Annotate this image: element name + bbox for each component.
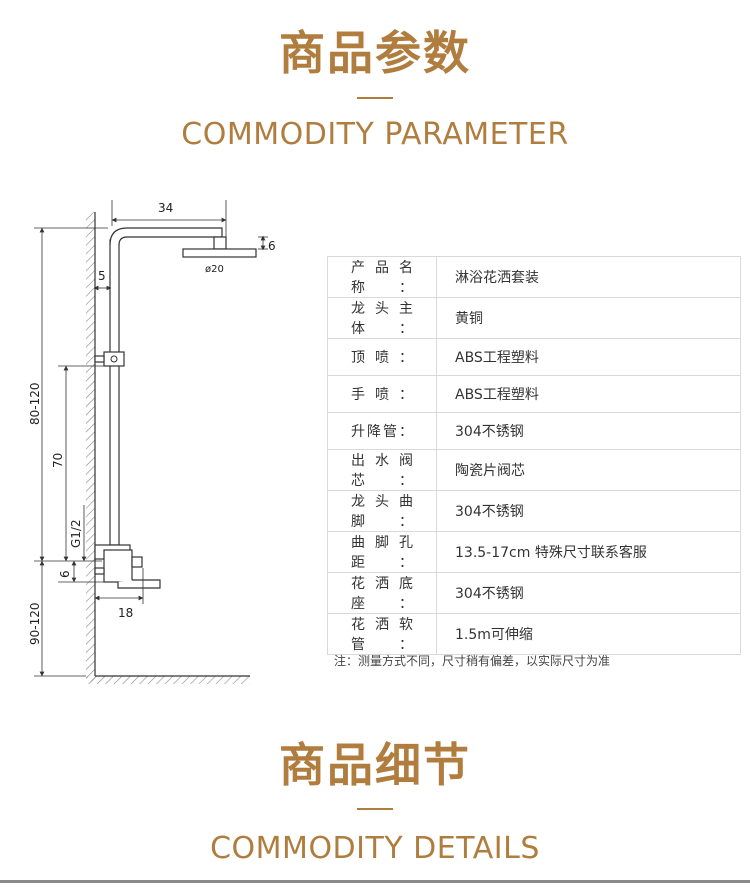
section-divider	[357, 97, 393, 99]
dim-head-diameter: ø20	[205, 264, 224, 275]
spec-label: 顶喷：	[351, 350, 413, 366]
dim-floor-height: 90-120	[28, 602, 42, 645]
section-title-details: 商品细节	[279, 738, 471, 792]
spec-row: 花洒软管： 1.5m可伸缩	[327, 613, 741, 655]
spec-label: 手喷：	[351, 387, 413, 403]
bottom-divider	[0, 880, 750, 883]
spec-label: 出水阀芯：	[351, 453, 413, 489]
spec-row: 手喷： ABS工程塑料	[327, 375, 741, 413]
wall-hatch	[86, 212, 95, 682]
dim-valve-depth: 18	[118, 606, 133, 620]
spec-value: 1.5m可伸缩	[436, 613, 741, 655]
section-divider-details	[357, 808, 393, 810]
spec-label-cell: 升降管：	[327, 412, 437, 450]
section-subtitle-parameter: COMMODITY PARAMETER	[181, 117, 569, 152]
spec-value: 13.5-17cm 特殊尺寸联系客服	[436, 531, 741, 573]
dim-valve-height: 6	[58, 570, 72, 578]
spec-value: 304不锈钢	[436, 412, 741, 450]
spec-value: 淋浴花洒套装	[436, 256, 741, 298]
spec-row: 顶喷： ABS工程塑料	[327, 338, 741, 376]
spec-table: 产品名称：淋浴花洒套装龙头主体：黄铜顶喷：ABS工程塑料手喷：ABS工程塑料升降…	[327, 256, 741, 655]
spec-label: 花洒软管：	[351, 617, 413, 653]
measurement-note: 注：测量方式不同，尺寸稍有偏差，以实际尺寸为准	[334, 654, 611, 668]
tub-spout	[117, 579, 161, 589]
spec-row: 龙头曲脚： 304不锈钢	[327, 490, 741, 532]
spec-label-cell: 花洒软管：	[327, 613, 437, 655]
riser-pipe	[109, 239, 120, 546]
spec-value: ABS工程塑料	[436, 338, 741, 376]
spec-row: 花洒底座： 304不锈钢	[327, 572, 741, 614]
spec-label: 龙头主体：	[351, 301, 413, 337]
dim-thread: G1/2	[69, 519, 83, 548]
spec-row: 升降管： 304不锈钢	[327, 412, 741, 450]
spec-value: 304不锈钢	[436, 572, 741, 614]
dim-wall-offset: 5	[98, 269, 106, 283]
spec-label: 曲脚孔距：	[351, 535, 413, 571]
spec-row: 曲脚孔距： 13.5-17cm 特殊尺寸联系客服	[327, 531, 741, 573]
head-connector	[213, 236, 227, 250]
spec-label-cell: 龙头主体：	[327, 297, 437, 339]
shower-head	[182, 248, 257, 258]
floor-hatch	[86, 676, 250, 684]
dim-total-height: 80-120	[28, 382, 42, 425]
spec-label: 花洒底座：	[351, 576, 413, 612]
dim-head-width: 34	[158, 201, 173, 215]
dim-pipe-length: 70	[51, 453, 65, 468]
spec-value: ABS工程塑料	[436, 375, 741, 413]
dim-head-height: 6	[268, 239, 276, 253]
spec-label: 产品名称：	[351, 260, 413, 296]
spec-label-cell: 出水阀芯：	[327, 449, 437, 491]
spec-label-cell: 手喷：	[327, 375, 437, 413]
spec-row: 产品名称： 淋浴花洒套装	[327, 256, 741, 298]
spec-value: 黄铜	[436, 297, 741, 339]
spec-value: 陶瓷片阀芯	[436, 449, 741, 491]
spec-row: 龙头主体： 黄铜	[327, 297, 741, 339]
shower-dimension-diagram: ø20 34 6 5 80-120 70 G1/2 6 18 90-120	[28, 200, 276, 684]
spec-label-cell: 花洒底座：	[327, 572, 437, 614]
spec-label: 升降管：	[351, 424, 413, 440]
spec-row: 出水阀芯： 陶瓷片阀芯	[327, 449, 741, 491]
spec-label-cell: 顶喷：	[327, 338, 437, 376]
section-title-parameter: 商品参数	[279, 26, 471, 80]
shower-arm	[109, 227, 223, 246]
spec-value: 304不锈钢	[436, 490, 741, 532]
spec-label: 龙头曲脚：	[351, 494, 413, 530]
spec-label-cell: 龙头曲脚：	[327, 490, 437, 532]
section-subtitle-details: COMMODITY DETAILS	[210, 831, 540, 866]
spec-label-cell: 产品名称：	[327, 256, 437, 298]
spec-label-cell: 曲脚孔距：	[327, 531, 437, 573]
